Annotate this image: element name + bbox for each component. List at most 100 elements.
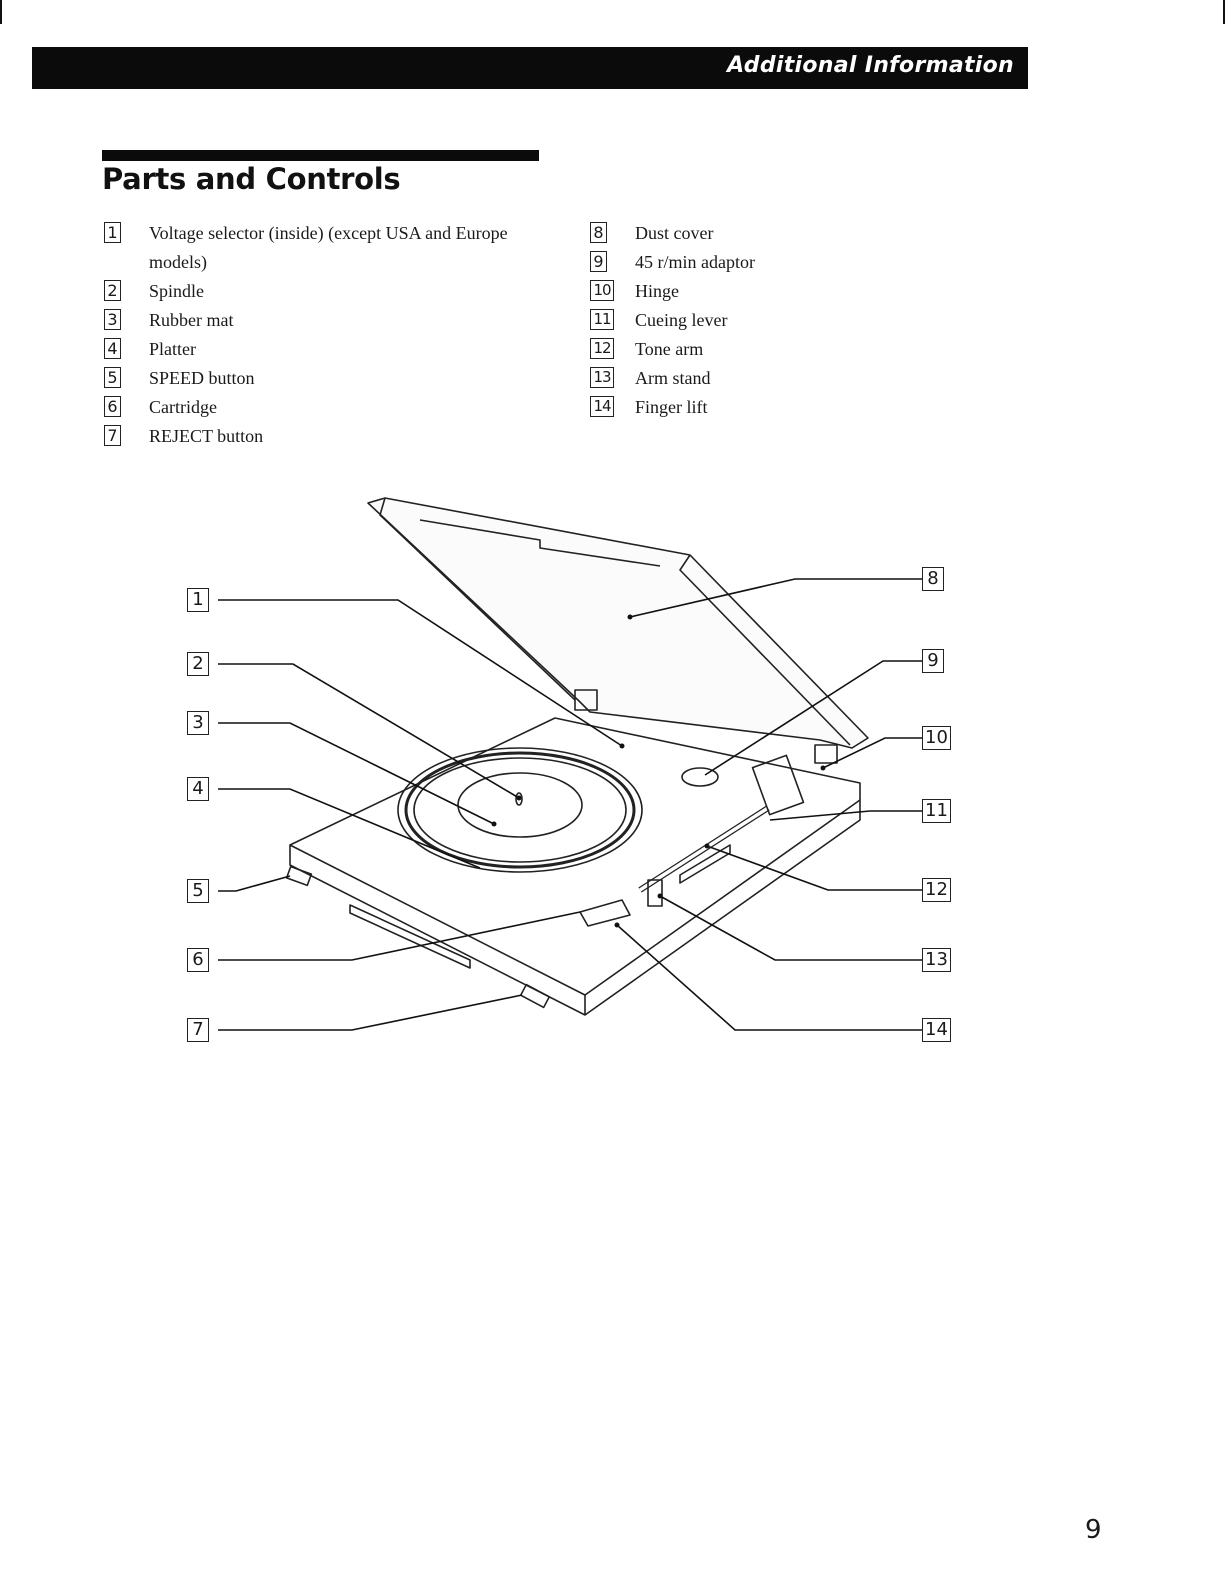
page-title: Parts and Controls	[102, 162, 401, 196]
part-label: Voltage selector (inside) (except USA an…	[149, 223, 508, 272]
part-number-badge: 12	[590, 338, 614, 359]
callout-dot	[614, 922, 620, 928]
callout-dot	[704, 843, 710, 849]
part-number-badge: 13	[590, 367, 614, 388]
section-header-bar: Additional Information	[32, 47, 1028, 89]
part-label: REJECT button	[149, 426, 264, 446]
part-number-badge: 4	[104, 338, 121, 359]
part-item-tone-arm: 12 Tone arm	[590, 335, 850, 364]
cartridge	[579, 899, 631, 927]
part-label: Arm stand	[635, 368, 711, 388]
callout-line-11	[769, 810, 922, 821]
reject-button	[519, 983, 551, 1009]
diagram-label-9: 9	[922, 649, 944, 673]
section-header-text: Additional Information	[727, 53, 1014, 78]
left-page-edge	[0, 0, 2, 24]
part-label: Dust cover	[635, 223, 714, 243]
part-number-badge: 5	[104, 367, 121, 388]
part-item-spindle: 2 Spindle	[104, 277, 544, 306]
callout-line-10	[822, 737, 922, 769]
callout-line-1	[218, 599, 623, 747]
diagram-label-14: 14	[922, 1018, 951, 1042]
hinge-right	[814, 744, 838, 764]
callout-line-5	[218, 875, 291, 892]
part-item-cartridge: 6 Cartridge	[104, 393, 544, 422]
turntable-base	[289, 717, 861, 1016]
part-item-voltage-selector: 1 Voltage selector (inside) (except USA a…	[104, 219, 544, 277]
callout-dot	[820, 765, 826, 771]
part-item-reject-button: 7 REJECT button	[104, 422, 544, 451]
diagram-label-3: 3	[187, 711, 209, 735]
diagram-label-5: 5	[187, 879, 209, 903]
callout-line-14	[616, 924, 922, 1031]
parts-list-right: 8 Dust cover 9 45 r/min adaptor 10 Hinge 11…	[590, 219, 850, 422]
page-number: 9	[1085, 1515, 1102, 1545]
diagram-label-8: 8	[922, 567, 944, 591]
part-label: Hinge	[635, 281, 679, 301]
diagram-label-6: 6	[187, 948, 209, 972]
part-label: Cartridge	[149, 397, 217, 417]
diagram-label-4: 4	[187, 777, 209, 801]
diagram-label-12: 12	[922, 878, 951, 902]
diagram-label-13: 13	[922, 948, 951, 972]
callout-line-2	[218, 663, 520, 799]
part-item-finger-lift: 14 Finger lift	[590, 393, 850, 422]
callout-line-12	[706, 845, 922, 891]
part-label: Platter	[149, 339, 196, 359]
hinge-left	[574, 689, 598, 711]
diagram-label-11: 11	[922, 799, 951, 823]
part-item-hinge: 10 Hinge	[590, 277, 850, 306]
part-item-dust-cover: 8 Dust cover	[590, 219, 850, 248]
diagram-label-7: 7	[187, 1018, 209, 1042]
callout-line-9	[704, 660, 922, 776]
part-label: SPEED button	[149, 368, 255, 388]
part-label: 45 r/min adaptor	[635, 252, 755, 272]
arm-stand	[647, 879, 663, 907]
part-number-badge: 14	[590, 396, 614, 417]
part-number-badge: 10	[590, 280, 614, 301]
title-rule	[102, 150, 539, 161]
callout-line-13	[659, 895, 922, 961]
part-number-badge: 3	[104, 309, 121, 330]
part-item-rubber-mat: 3 Rubber mat	[104, 306, 544, 335]
callout-line-8	[629, 578, 922, 618]
diagram-label-2: 2	[187, 652, 209, 676]
callout-dot	[627, 614, 633, 620]
arm-counterweight	[751, 754, 805, 816]
parts-list-left: 1 Voltage selector (inside) (except USA a…	[104, 219, 544, 451]
rubber-mat	[457, 772, 583, 838]
part-number-badge: 8	[590, 222, 607, 243]
diagram-label-10: 10	[922, 726, 951, 750]
platter	[397, 747, 643, 873]
callout-dot	[619, 743, 625, 749]
part-label: Cueing lever	[635, 310, 728, 330]
callout-dot	[516, 795, 522, 801]
dust-cover	[367, 497, 869, 749]
callout-line-4	[218, 788, 481, 869]
part-label: Rubber mat	[149, 310, 234, 330]
turntable-diagram	[218, 497, 922, 1031]
part-label: Finger lift	[635, 397, 708, 417]
part-item-platter: 4 Platter	[104, 335, 544, 364]
part-number-badge: 2	[104, 280, 121, 301]
right-page-edge	[1223, 0, 1225, 24]
callout-line-3	[218, 722, 495, 825]
part-label: Spindle	[149, 281, 205, 301]
part-number-badge: 7	[104, 425, 121, 446]
part-number-badge: 9	[590, 251, 607, 272]
adaptor-45	[681, 767, 719, 787]
part-number-badge: 1	[104, 222, 121, 243]
part-number-badge: 6	[104, 396, 121, 417]
part-item-45-adaptor: 9 45 r/min adaptor	[590, 248, 850, 277]
callout-line-6	[218, 911, 581, 961]
part-label: Tone arm	[635, 339, 704, 359]
callout-line-7	[218, 994, 523, 1031]
base-top-edge	[289, 799, 861, 996]
part-item-speed-button: 5 SPEED button	[104, 364, 544, 393]
callout-dot	[657, 893, 663, 899]
callout-dot	[491, 821, 497, 827]
part-item-arm-stand: 13 Arm stand	[590, 364, 850, 393]
diagram-label-1: 1	[187, 588, 209, 612]
speed-button	[285, 865, 313, 887]
